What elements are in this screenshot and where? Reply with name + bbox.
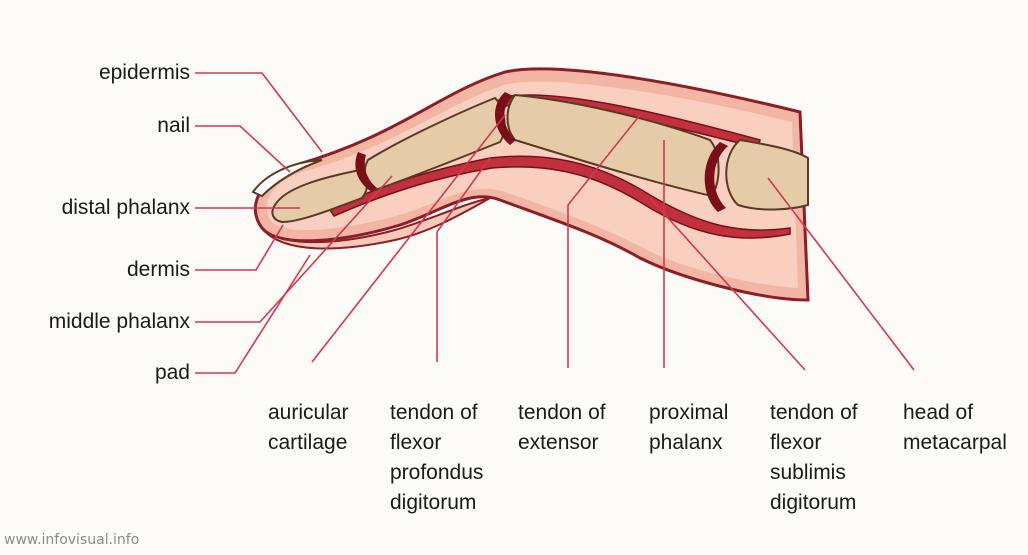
label-pad: pad: [60, 360, 190, 386]
leader-pad: [195, 255, 310, 373]
label-auricular-cartilage: auricular cartilage: [268, 398, 349, 458]
label-distal-phalanx: distal phalanx: [0, 195, 190, 221]
label-tendon-extensor: tendon of extensor: [518, 398, 606, 458]
label-middle-phalanx: middle phalanx: [0, 309, 190, 335]
label-dermis: dermis: [60, 257, 190, 283]
label-tendon-flexor-sublimis: tendon of flexor sublimis digitorum: [770, 398, 858, 518]
watermark-text: www.infovisual.info: [4, 532, 139, 548]
label-epidermis: epidermis: [60, 60, 190, 86]
label-proximal-phalanx: proximal phalanx: [649, 398, 728, 458]
label-head-metacarpal: head of metacarpal: [903, 398, 1007, 458]
label-nail: nail: [60, 113, 190, 139]
label-tendon-flexor-profondus: tendon of flexor profondus digitorum: [390, 398, 483, 518]
leader-epidermis: [195, 73, 322, 152]
leader-nail: [195, 126, 290, 172]
